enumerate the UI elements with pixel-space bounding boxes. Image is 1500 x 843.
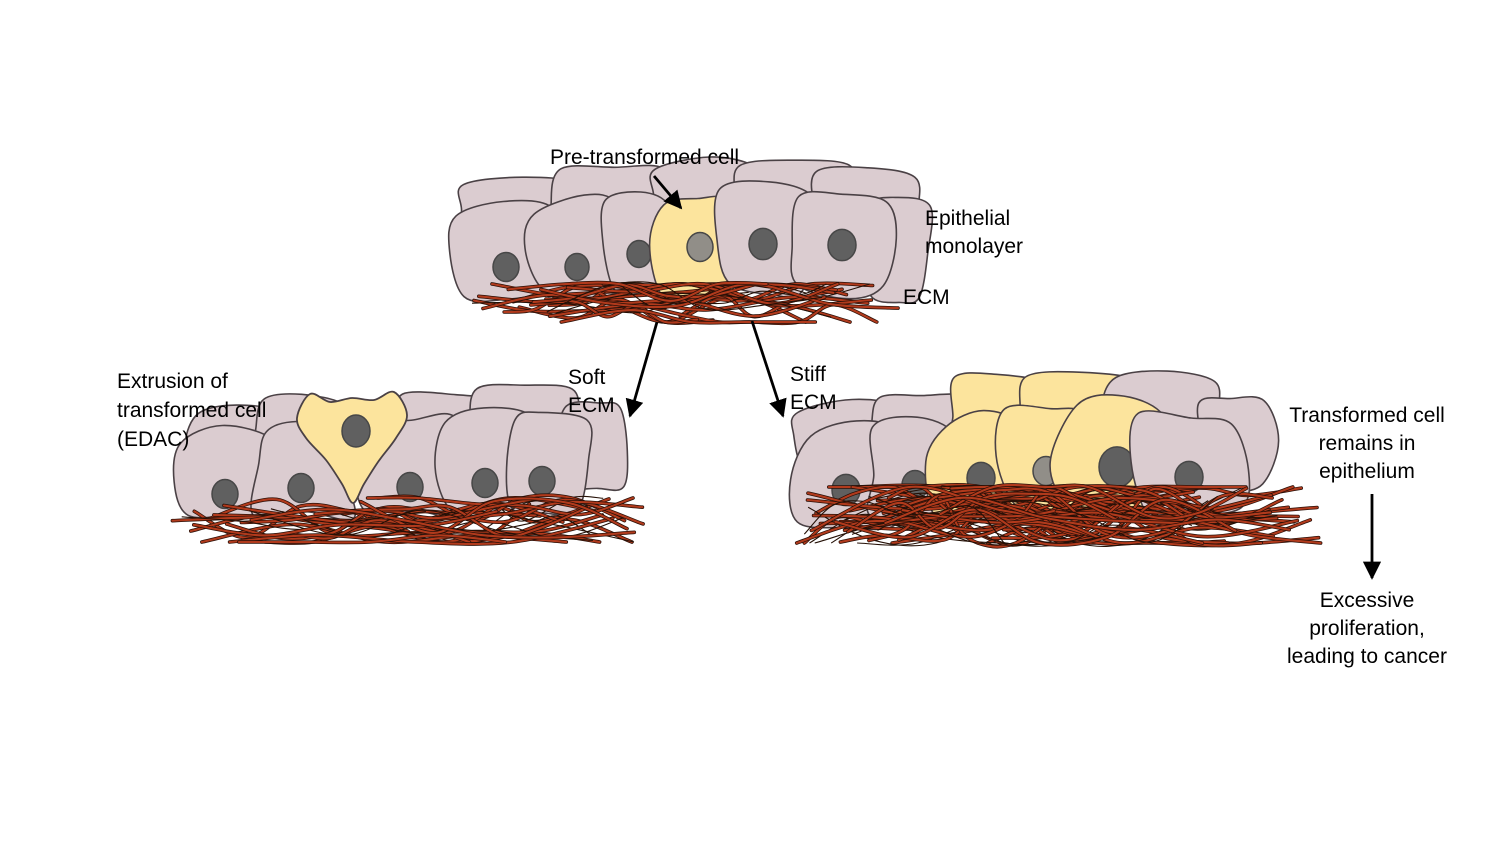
- cell-nucleus: [396, 471, 424, 503]
- cell-nucleus: [626, 239, 652, 269]
- stiff-ecm-label: Stiff ECM: [790, 363, 837, 414]
- pre-transformed-pointer-arrow: [652, 175, 683, 210]
- cell-nucleus: [528, 465, 556, 497]
- extruded-transformed-cell: [296, 390, 408, 504]
- ecm-fiber-thin: [803, 500, 1005, 544]
- pre-transformed-cell-label: Pre-transformed cell: [550, 146, 740, 169]
- ecm-fiber: [314, 504, 588, 538]
- right-ecm-dense: [794, 482, 1323, 549]
- cell-nucleus: [341, 414, 371, 448]
- ecm-fiber: [566, 282, 839, 305]
- ecm-fiber: [539, 282, 900, 310]
- cell-nucleus: [211, 478, 239, 510]
- excessive-proliferation-label: Excessive proliferation, leading to canc…: [1287, 589, 1447, 668]
- cell-nucleus: [564, 252, 590, 282]
- ecm-fiber: [884, 496, 1291, 532]
- ecm-fiber: [939, 483, 1248, 520]
- soft-ecm-label: Soft ECM: [568, 366, 615, 417]
- left-ecm: [170, 493, 645, 546]
- ecm-fiber: [192, 510, 498, 537]
- ecm-fiber: [481, 293, 826, 318]
- ecm-fiber: [228, 517, 614, 546]
- cell-nucleus: [748, 227, 778, 261]
- epithelial-monolayer-label: Epithelial monolayer: [925, 207, 1024, 258]
- extrusion-edac-label: Extrusion of transformed cell (EDAC): [117, 370, 267, 451]
- top-epithelial-monolayer: [447, 156, 934, 304]
- extruded-cell-body: [296, 390, 408, 504]
- soft-ecm-arrow: [625, 321, 659, 418]
- cell-nucleus: [287, 472, 315, 504]
- cell-nucleus: [827, 228, 857, 262]
- stiff-ecm-arrow: [750, 320, 787, 418]
- ecm-fiber: [237, 534, 507, 544]
- ecm-fiber: [507, 281, 768, 302]
- cell-nucleus: [686, 231, 714, 263]
- top-ecm: [471, 280, 900, 326]
- ecm-fiber: [834, 498, 1237, 546]
- ecm-fiber: [250, 508, 636, 539]
- ecm-fiber: [938, 487, 1274, 539]
- ecm-fiber-thin: [814, 520, 1148, 546]
- ecm-fiber: [560, 309, 817, 324]
- cell-nucleus: [471, 467, 499, 499]
- cell-nucleus: [492, 251, 520, 283]
- ecm-fiber-thin: [868, 495, 1219, 543]
- ecm-fiber: [810, 485, 1187, 532]
- transformed-remains-label: Transformed cell remains in epithelium: [1289, 404, 1445, 483]
- ecm-label: ECM: [903, 286, 950, 309]
